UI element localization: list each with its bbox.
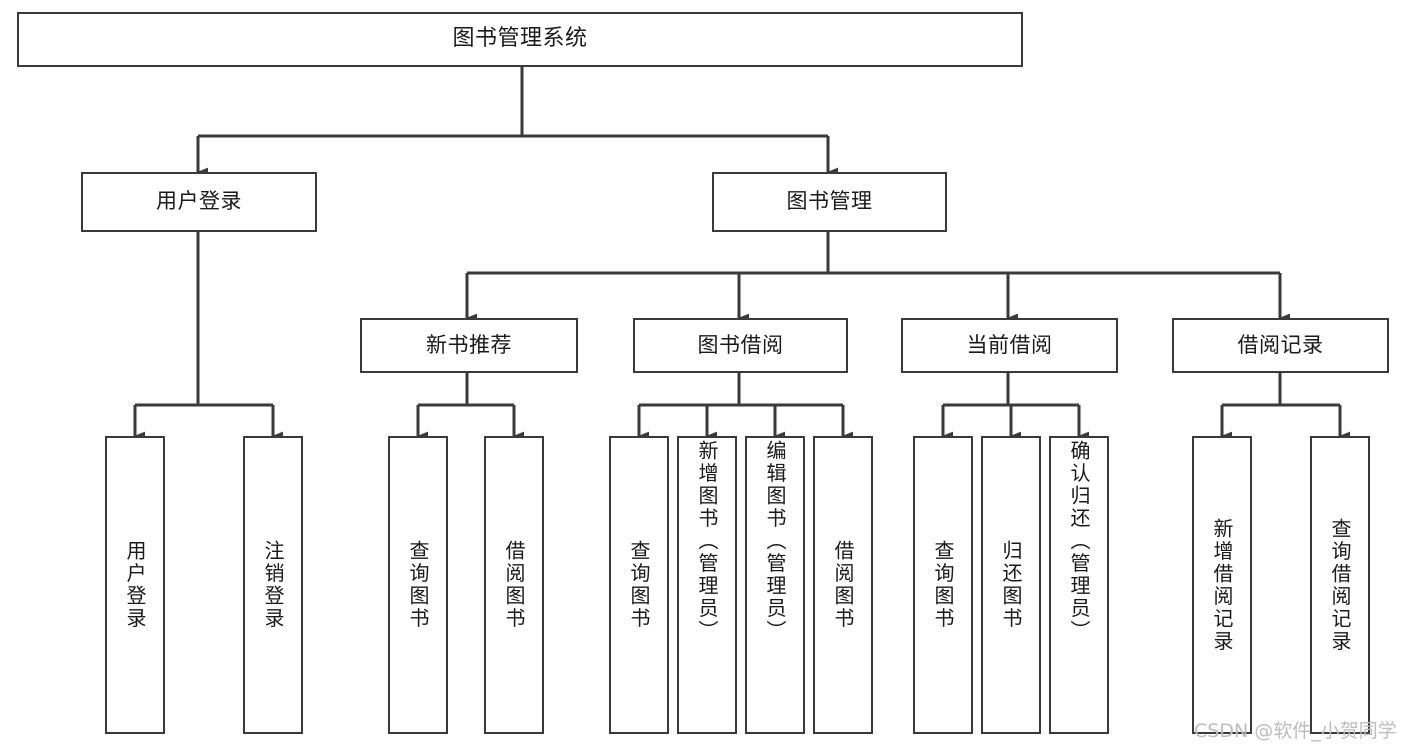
node-leaf-query-book-3[interactable]: 查询图书 bbox=[913, 436, 973, 734]
node-label: 查询图书 bbox=[406, 540, 430, 630]
node-label: 查询借阅记录 bbox=[1328, 517, 1352, 653]
connector-paths bbox=[133, 67, 1351, 441]
node-leaf-confirm-return[interactable]: 确认归还（管理员） bbox=[1049, 436, 1109, 734]
node-label: 查询图书 bbox=[931, 540, 955, 630]
node-leaf-user-login[interactable]: 用户登录 bbox=[105, 436, 165, 734]
node-book-manage[interactable]: 图书管理 bbox=[712, 172, 947, 232]
node-user-login[interactable]: 用户登录 bbox=[81, 172, 317, 232]
node-leaf-query-book-1[interactable]: 查询图书 bbox=[388, 436, 448, 734]
node-label: 借阅图书 bbox=[502, 540, 526, 630]
node-leaf-return-book[interactable]: 归还图书 bbox=[981, 436, 1041, 734]
node-label: 借阅记录 bbox=[1237, 332, 1324, 357]
node-label: 图书管理系统 bbox=[452, 26, 588, 52]
csdn-watermark: CSDN @软件_小贺同学 bbox=[1194, 720, 1397, 742]
node-label: 图书管理 bbox=[786, 189, 873, 214]
node-label: 确认归还（管理员） bbox=[1067, 440, 1091, 643]
node-leaf-query-book-2[interactable]: 查询图书 bbox=[609, 436, 669, 734]
node-book-borrow[interactable]: 图书借阅 bbox=[633, 318, 848, 373]
node-label: 新增借阅记录 bbox=[1210, 517, 1234, 653]
node-leaf-edit-book-admin[interactable]: 编辑图书（管理员） bbox=[745, 436, 805, 734]
node-leaf-borrow-book-2[interactable]: 借阅图书 bbox=[813, 436, 873, 734]
node-label: 编辑图书（管理员） bbox=[763, 440, 787, 643]
node-leaf-query-borrow-record[interactable]: 查询借阅记录 bbox=[1310, 436, 1370, 734]
node-label: 新书推荐 bbox=[426, 332, 512, 357]
node-label: 图书借阅 bbox=[697, 332, 784, 357]
node-label: 用户登录 bbox=[156, 189, 242, 214]
node-label: 当前借阅 bbox=[966, 332, 1053, 357]
node-leaf-add-borrow-record[interactable]: 新增借阅记录 bbox=[1192, 436, 1252, 734]
node-root[interactable]: 图书管理系统 bbox=[17, 12, 1023, 67]
node-leaf-borrow-book-1[interactable]: 借阅图书 bbox=[484, 436, 544, 734]
node-borrow-record[interactable]: 借阅记录 bbox=[1172, 318, 1389, 373]
node-new-book-recommend[interactable]: 新书推荐 bbox=[360, 318, 578, 373]
node-label: 新增图书（管理员） bbox=[695, 440, 719, 643]
node-label: 查询图书 bbox=[627, 540, 651, 630]
node-label: 用户登录 bbox=[123, 540, 147, 630]
node-current-borrow[interactable]: 当前借阅 bbox=[901, 318, 1118, 373]
node-label: 归还图书 bbox=[999, 540, 1023, 630]
node-leaf-add-book-admin[interactable]: 新增图书（管理员） bbox=[677, 436, 737, 734]
node-label: 注销登录 bbox=[261, 540, 285, 630]
node-label: 借阅图书 bbox=[831, 540, 855, 630]
node-leaf-logout-login[interactable]: 注销登录 bbox=[243, 436, 303, 734]
